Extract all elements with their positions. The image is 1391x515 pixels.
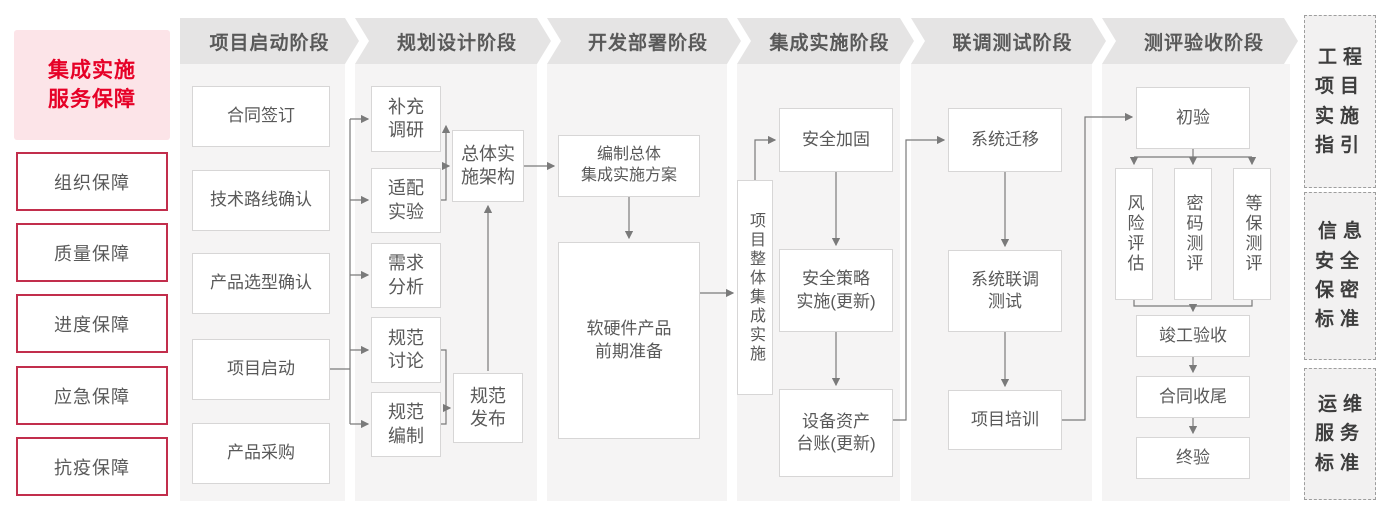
node-spec-release: 规范 发布	[453, 373, 523, 443]
standard-infosec-confidentiality: 信息 安全 保密 标准	[1304, 192, 1376, 360]
node-security-policy-implementation: 安全策略 实施(更新)	[779, 249, 893, 332]
phase-header-integration-impl: 集成实施阶段	[737, 18, 914, 64]
node-requirement-analysis: 需求 分析	[371, 243, 441, 308]
sidebar-item-schedule-guarantee: 进度保障	[16, 294, 168, 353]
node-spec-compilation: 规范 编制	[371, 392, 441, 457]
phase-header-joint-debug-test: 联调测试阶段	[911, 18, 1106, 64]
node-risk-assessment: 风险评估	[1115, 168, 1153, 300]
node-overall-integration-plan: 编制总体 集成实施方案	[558, 135, 700, 197]
sidebar-item-organization-guarantee: 组织保障	[16, 152, 168, 211]
phase-header-planning-design: 规划设计阶段	[355, 18, 551, 64]
node-classified-protection-evaluation: 等保测评	[1233, 168, 1271, 300]
node-security-hardening: 安全加固	[779, 108, 893, 172]
node-hw-sw-preparation: 软硬件产品 前期准备	[558, 242, 700, 439]
node-project-training: 项目培训	[948, 390, 1062, 450]
node-overall-implementation-architecture: 总体实 施架构	[452, 130, 524, 202]
node-product-selection-confirm: 产品选型确认	[192, 253, 330, 314]
node-asset-ledger-update: 设备资产 台账(更新)	[779, 389, 893, 477]
node-contract-signing: 合同签订	[192, 86, 330, 147]
phase-header-dev-deployment: 开发部署阶段	[547, 18, 741, 64]
node-supplementary-research: 补充 调研	[371, 86, 441, 152]
node-final-acceptance: 终验	[1136, 437, 1250, 479]
node-system-joint-debug-test: 系统联调 测试	[948, 250, 1062, 332]
node-crypto-evaluation: 密码测评	[1174, 168, 1212, 300]
sidebar-item-quality-guarantee: 质量保障	[16, 223, 168, 282]
sidebar-item-emergency-guarantee: 应急保障	[16, 366, 168, 425]
node-overall-project-integration: 项目整体集成实施	[737, 180, 773, 395]
sidebar-item-epidemic-guarantee: 抗疫保障	[16, 437, 168, 496]
node-completion-acceptance: 竣工验收	[1136, 315, 1250, 357]
node-tech-route-confirm: 技术路线确认	[192, 170, 330, 231]
standard-om-service: 运维 服务 标准	[1304, 368, 1376, 500]
node-adaptation-test: 适配 实验	[371, 168, 441, 233]
node-project-kickoff: 项目启动	[192, 339, 330, 400]
standard-project-implementation-guide: 工程 项目 实施 指引	[1304, 15, 1376, 188]
node-spec-discussion: 规范 讨论	[371, 317, 441, 383]
phase-header-evaluation-acceptance: 测评验收阶段	[1102, 18, 1298, 64]
node-contract-closure: 合同收尾	[1136, 376, 1250, 418]
node-initial-acceptance: 初验	[1136, 87, 1250, 149]
node-system-migration: 系统迁移	[948, 108, 1062, 172]
node-product-procurement: 产品采购	[192, 423, 330, 484]
phase-header-project-kickoff: 项目启动阶段	[180, 18, 359, 64]
integration-service-guarantee-title: 集成实施 服务保障	[14, 30, 170, 140]
